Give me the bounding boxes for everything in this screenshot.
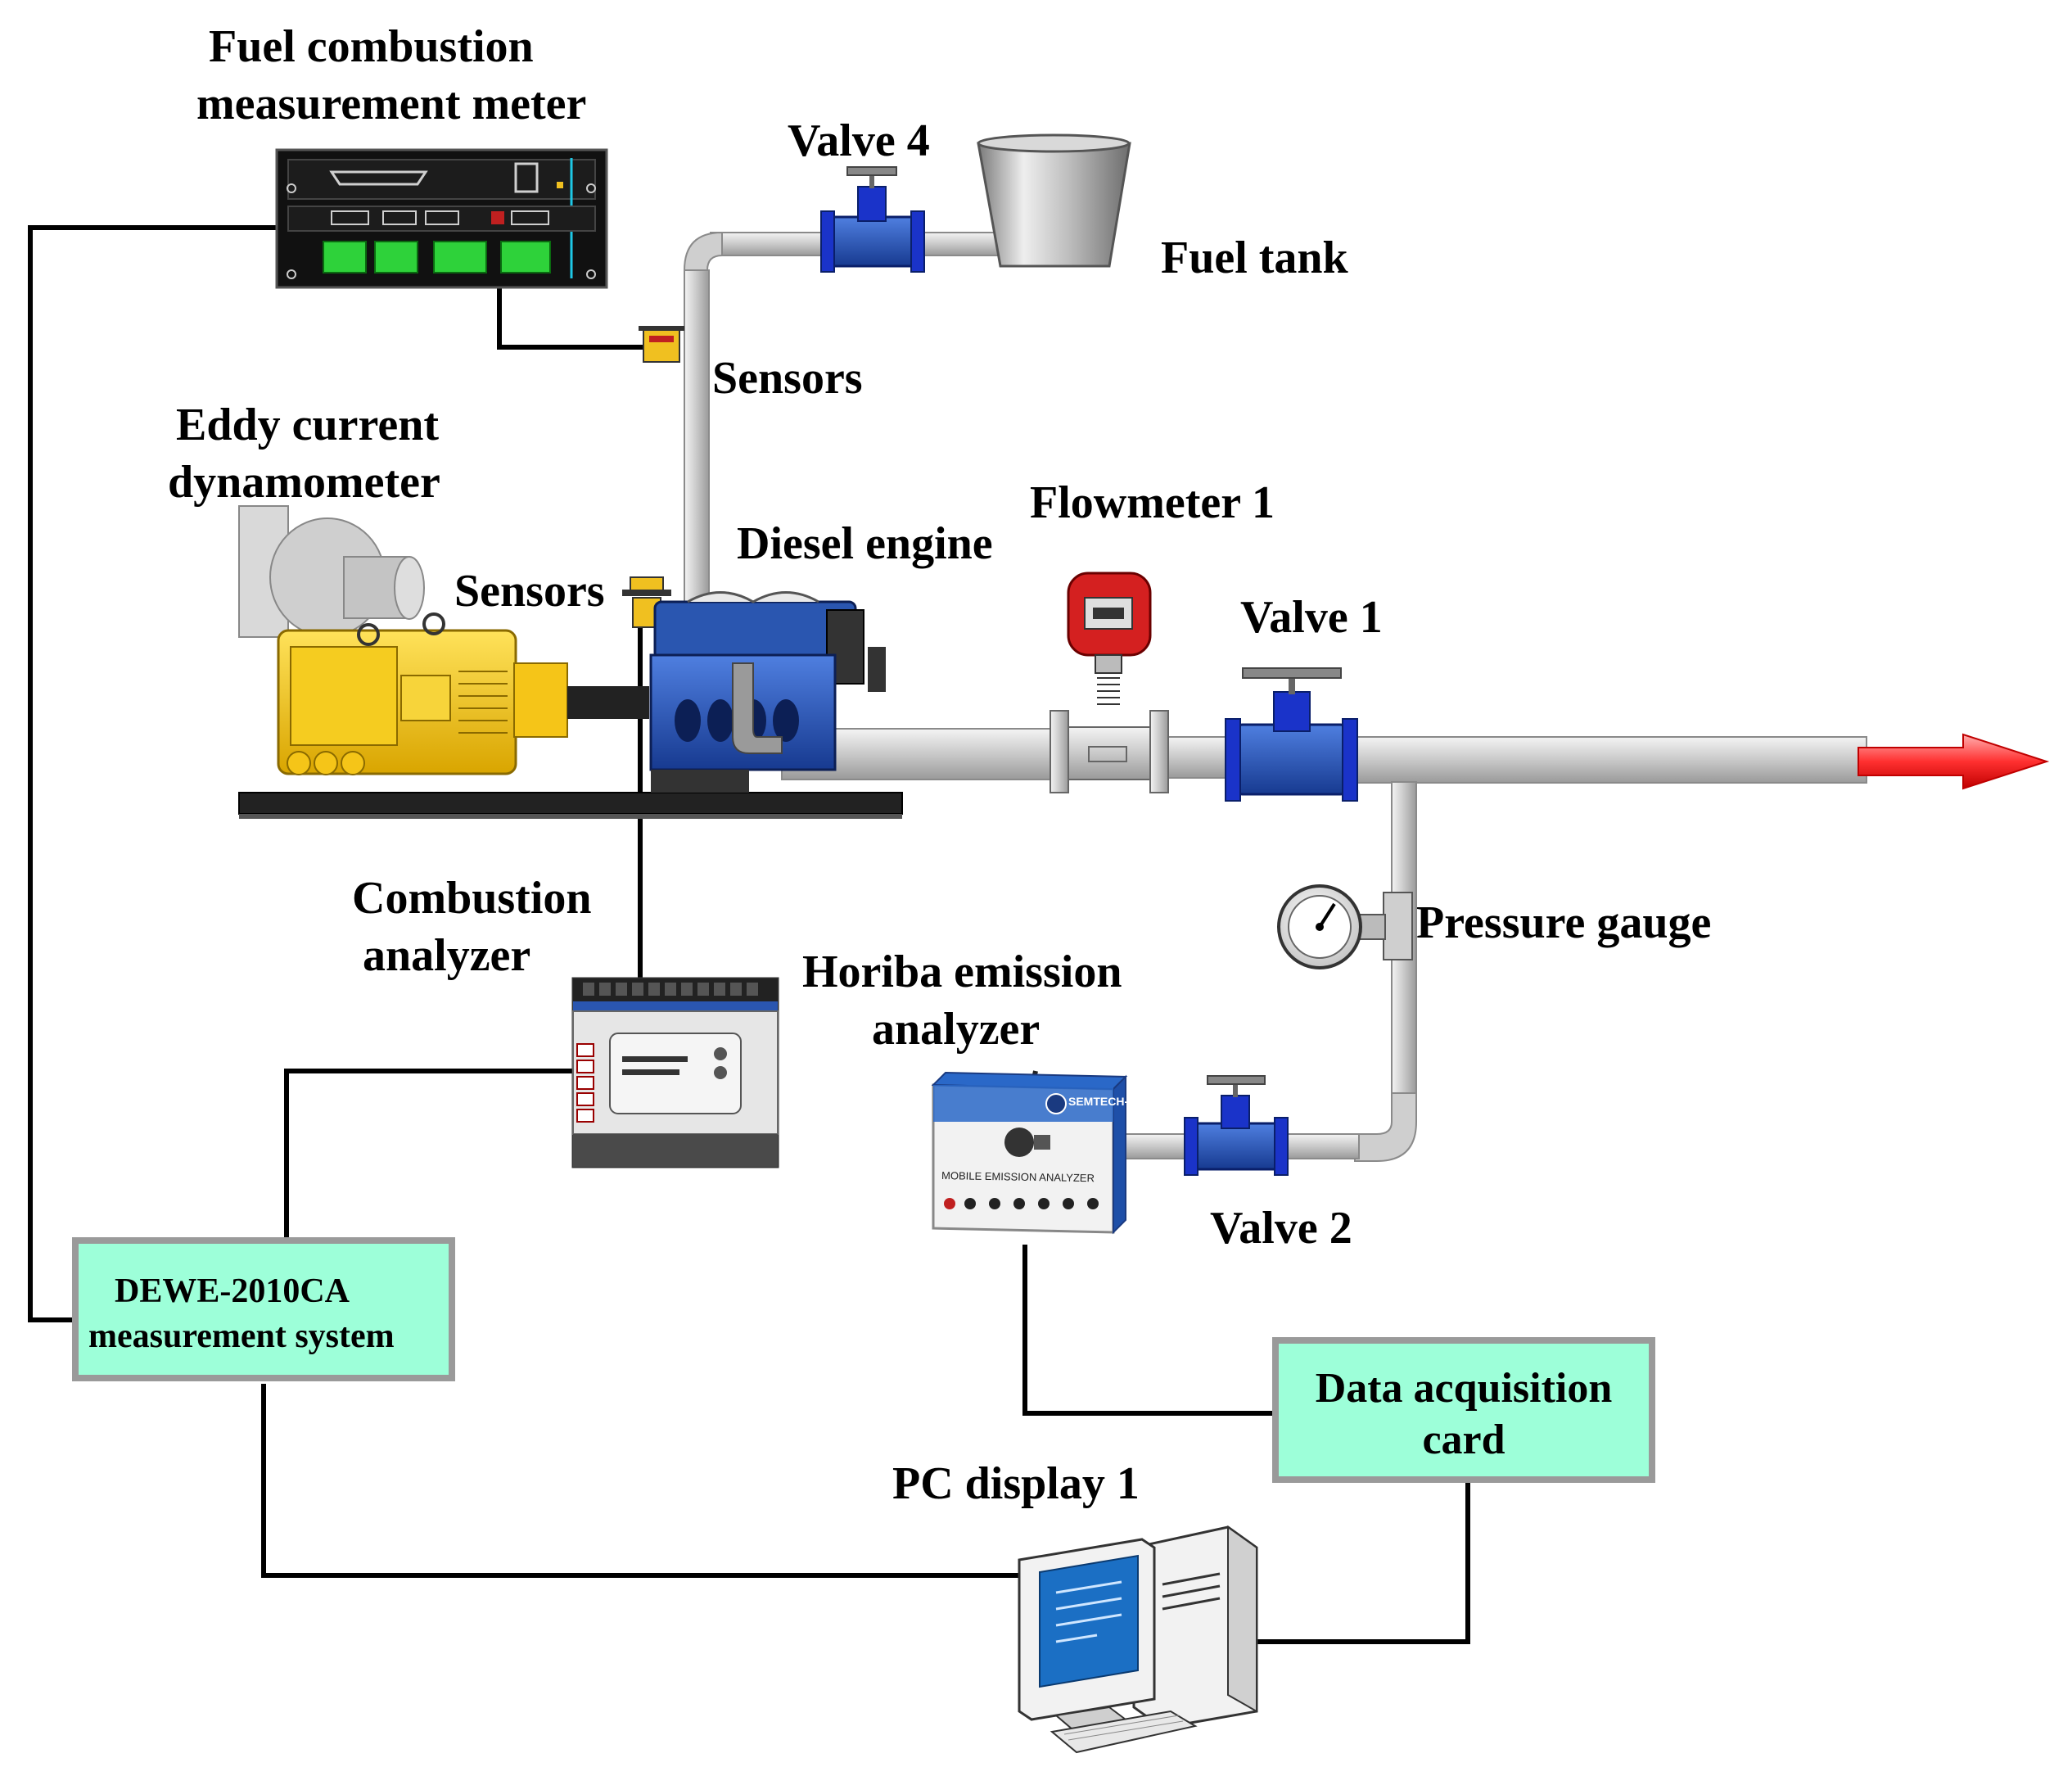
fuel-pipe-vertical [684,269,710,607]
fuel-line-sensor [639,326,684,363]
wire-fuel-meter-to-dewe [28,225,278,1322]
signal-wires [28,225,1470,1644]
fuel-tank [977,133,1131,268]
wire-combustion-analyzer-to-dewe [284,1069,573,1248]
label-valve-4: Valve 4 [788,115,930,166]
label-eddy-line2: dynamometer [168,457,440,508]
label-fuel-meter-line2: measurement meter [196,79,586,129]
wire-daq-to-pc [1257,1480,1470,1644]
label-fuel-tank: Fuel tank [1161,233,1349,283]
pc-display [1018,1525,1258,1754]
dewe-subtitle: measurement system [88,1317,395,1355]
dewe-title: DEWE-2010CA [115,1272,350,1310]
exhaust-pipe-3 [1350,736,1867,784]
wire-fuel-meter-to-sensor [497,287,651,350]
exhaust-arrow [1858,733,2050,790]
wire-dewe-to-pc [261,1384,1023,1578]
label-flowmeter-1: Flowmeter 1 [1030,477,1275,528]
data-acquisition-card: Data acquisition card [1272,1337,1655,1483]
label-diesel-engine: Diesel engine [737,518,993,569]
label-sensors-mid: Sensors [454,566,605,617]
label-horiba-line1: Horiba emission [802,947,1122,997]
label-sensors-top: Sensors [712,353,863,404]
horiba-emission-analyzer: SEMTECH-DS MOBILE EMISSION ANALYZER [931,1070,1144,1235]
daq-line1: Data acquisition [1316,1365,1613,1412]
label-combustion-line2: analyzer [363,930,530,981]
label-pressure-gauge: Pressure gauge [1416,897,1711,948]
analyzer-panel-text: MOBILE EMISSION ANALYZER [941,1169,1095,1184]
label-fuel-meter-line1: Fuel combustion [209,21,534,72]
label-eddy-line1: Eddy current [176,400,439,450]
valve-2 [1184,1075,1289,1176]
analyzer-brand-text: SEMTECH-DS [1068,1095,1144,1108]
flowmeter-1 [1050,572,1169,793]
fuel-combustion-meter [275,148,608,289]
dewe-measurement-system: DEWE-2010CA measurement system [72,1237,455,1381]
diesel-engine [649,591,886,793]
label-combustion-line1: Combustion [352,873,592,924]
pressure-gauge [1277,884,1413,969]
valve-4 [820,166,925,273]
label-pc-display: PC display 1 [892,1458,1140,1509]
daq-line2: card [1422,1417,1505,1463]
label-horiba-line2: analyzer [872,1004,1040,1055]
test-bed [238,792,903,819]
valve-1 [1225,667,1358,802]
combustion-analyzer [571,977,779,1168]
eddy-current-dynamometer [238,505,649,775]
branch-pipe-elbow [1354,1092,1417,1162]
label-valve-1: Valve 1 [1240,592,1383,643]
wire-horiba-to-daq [1022,1245,1273,1416]
label-valve-2: Valve 2 [1210,1203,1352,1254]
labels: Fuel combustion measurement meter Valve … [168,21,1711,1509]
